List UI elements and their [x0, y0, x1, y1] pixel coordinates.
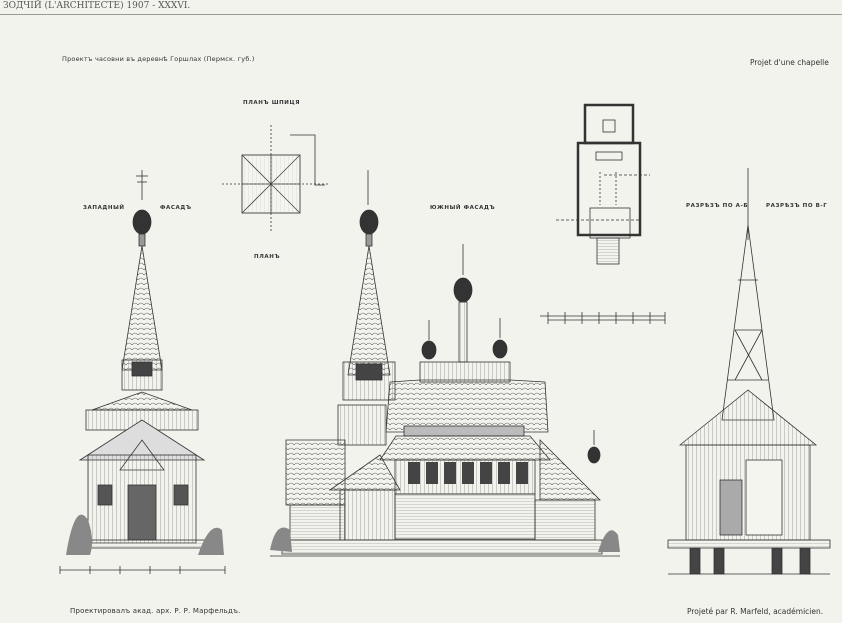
footer-russian: Проектировалъ акад. арх. Р. Р. Марфельдъ… — [70, 607, 241, 615]
label-upper-plan: ПЛАНЪ ШПИЦЯ — [243, 100, 301, 106]
journal-header: ЗОДЧІЙ (L'ARCHITECTE) 1907 - XXXVI. — [3, 1, 191, 11]
upper-plan — [222, 125, 330, 232]
south-facade-elevation — [270, 170, 620, 557]
label-west-facade-1: ЗАПАДНЫЙ — [83, 205, 125, 211]
label-section-ab: РАЗРѢЗЪ ПО А-Б — [686, 203, 749, 209]
title-russian: Проектъ часовни въ деревнѣ Горшлах (Перм… — [62, 55, 255, 63]
label-west-facade-2: ФАСАДЪ — [160, 205, 192, 211]
scale-bar — [540, 312, 666, 324]
label-south-facade: ЮЖНЫЙ ФАСАДЪ — [430, 205, 496, 211]
ground-plan — [556, 103, 650, 265]
west-facade-elevation — [59, 170, 226, 574]
section-drawing — [667, 168, 831, 575]
label-section-vg: РАЗРѢЗЪ ПО В-Г — [766, 203, 828, 209]
label-plan: ПЛАНЪ — [254, 254, 281, 260]
header-rule — [0, 0, 842, 15]
footer-french: Projeté par R. Marfeld, académicien. — [687, 607, 824, 616]
title-french: Projet d'une chapelle — [750, 58, 829, 67]
